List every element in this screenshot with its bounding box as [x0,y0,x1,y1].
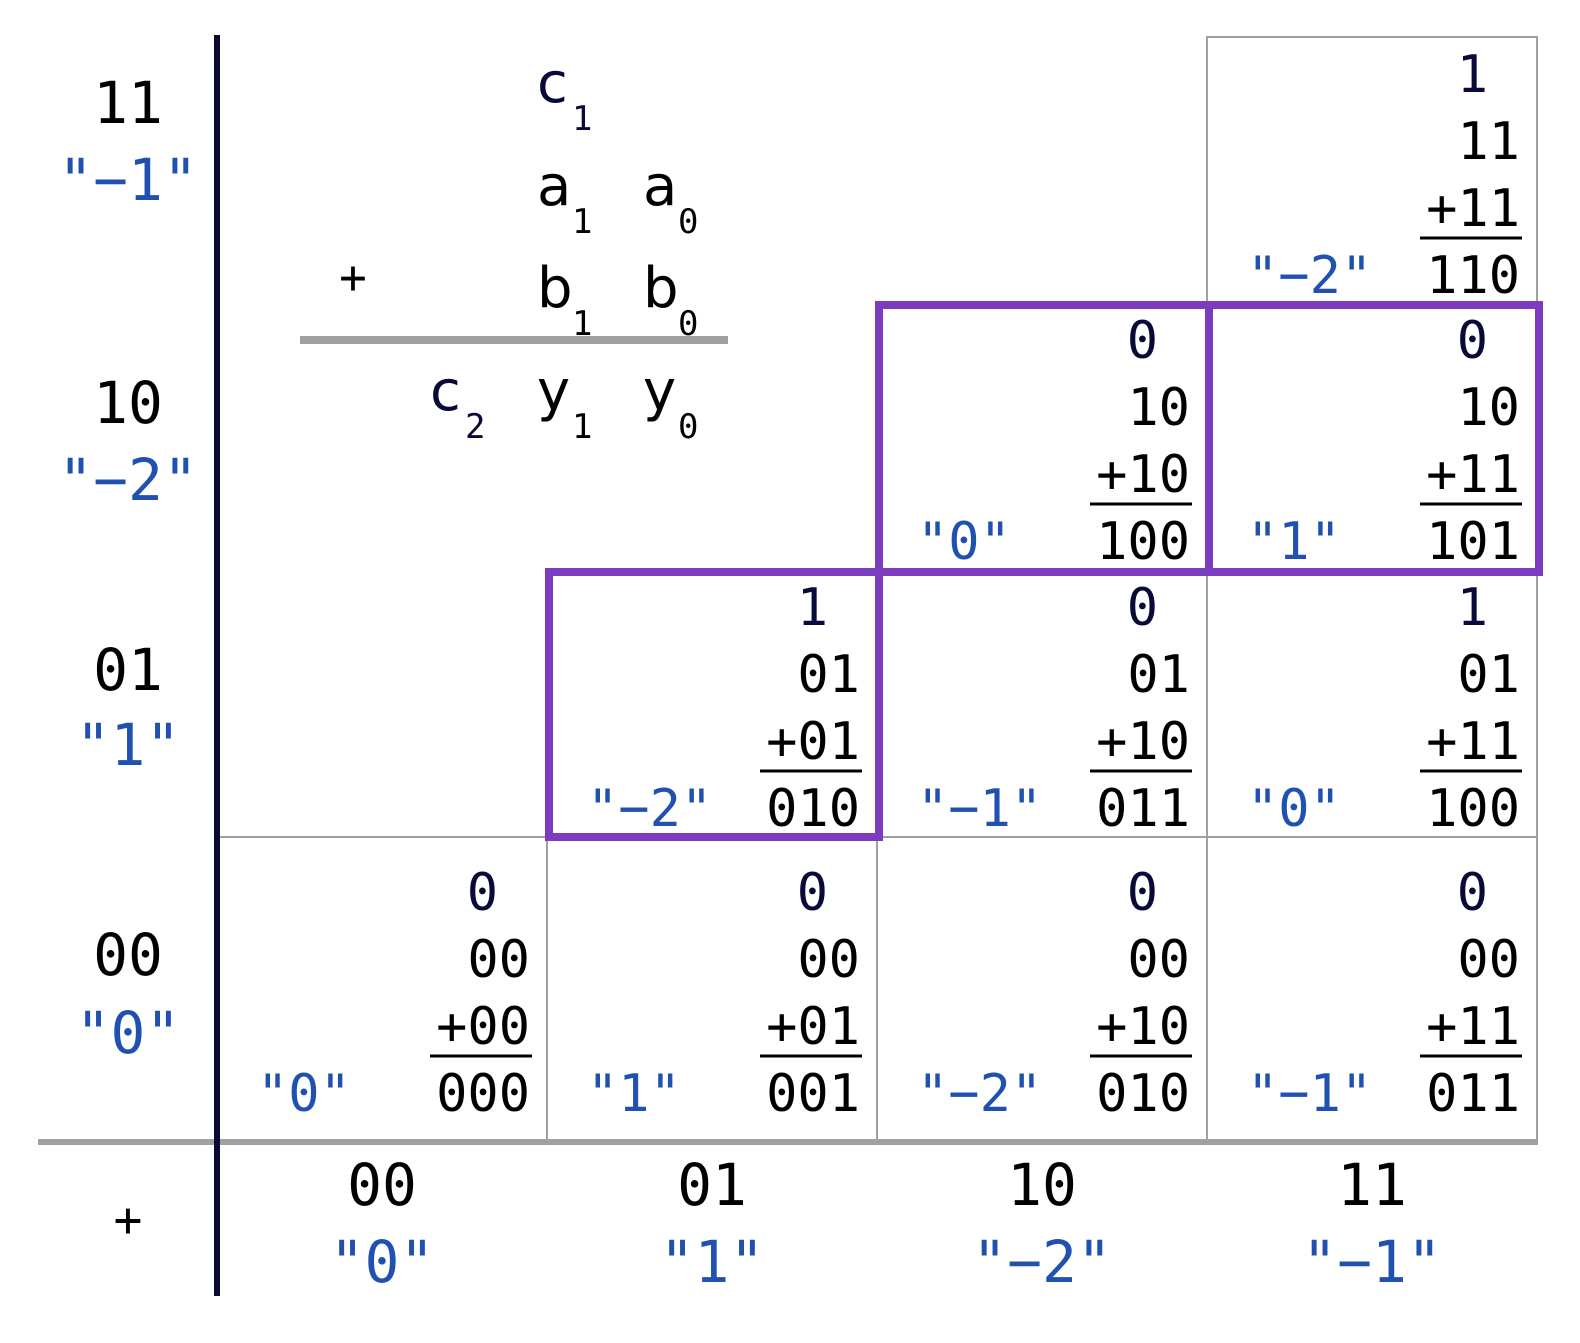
cell-carry: 0 [1127,578,1158,638]
cell-carry: 1 [1457,45,1488,105]
formula-variable: a [643,154,677,219]
row-header-value: "−1" [58,146,198,214]
formula-variable: b [643,256,679,321]
cell-operand-b: +01 [766,997,860,1057]
cell-operand-a: 00 [1457,930,1520,990]
column-header-value: "0" [330,1228,435,1296]
column-header-value: "1" [660,1228,765,1296]
cell-carry: 1 [797,578,828,638]
cell-sum: 010 [1096,1064,1190,1124]
cell-sum: 110 [1426,246,1520,306]
highlight-box [545,568,883,841]
cell-sum: 011 [1426,1064,1520,1124]
row-header-bits: 10 [93,369,163,437]
cell-operand-a: 01 [797,645,860,705]
cell-operand-b: +10 [1096,445,1190,505]
cell-operand-b: +01 [766,712,860,772]
cell-carry: 0 [1127,311,1158,371]
cell-value-label: "0" [1247,779,1341,839]
column-header-bits: 00 [347,1151,417,1219]
cell-operand-b: +00 [436,997,530,1057]
formula-variable: c [430,359,461,424]
cell-carry: 1 [1457,578,1488,638]
cell-sum: 000 [436,1064,530,1124]
cell-value-label: "1" [587,1064,681,1124]
cell-carry: 0 [1127,863,1158,923]
cell-carry: 0 [1457,311,1488,371]
column-header-bits: 10 [1007,1151,1077,1219]
cell-sum: 001 [766,1064,860,1124]
cell-operand-b: +11 [1426,997,1520,1057]
formula-subscript: 0 [678,304,698,344]
cell-value-label: "−2" [587,779,712,839]
cell-operand-b: +11 [1426,712,1520,772]
row-header-bits: 11 [93,69,163,137]
cell-operand-a: 11 [1457,112,1520,172]
row-header-value: "1" [76,711,181,779]
cell-operand-a: 01 [1127,645,1190,705]
formula-variable: y [643,359,676,424]
cell-operand-b: +11 [1426,179,1520,239]
formula-subscript: 1 [572,304,592,344]
formula-plus-sign: + [339,250,367,304]
formula-subscript: 0 [678,202,698,242]
row-header-bits: 01 [93,636,163,704]
formula-subscript: 1 [572,99,592,139]
cell-operand-a: 10 [1127,378,1190,438]
cell-carry: 0 [797,863,828,923]
row-header-value: "−2" [58,446,198,514]
cell-operand-b: +11 [1426,445,1520,505]
formula-variable: c [537,51,568,116]
column-header-value: "−2" [972,1228,1112,1296]
column-header-value: "−1" [1302,1228,1442,1296]
formula-subscript: 2 [465,407,485,447]
cell-sum: 011 [1096,779,1190,839]
column-header-bits: 11 [1337,1151,1407,1219]
cell-value-label: "0" [917,512,1011,572]
cell-carry: 0 [467,863,498,923]
cell-sum: 100 [1096,512,1190,572]
column-header-bits: 01 [677,1151,747,1219]
cell-operand-a: 00 [1127,930,1190,990]
cell-operand-b: +10 [1096,997,1190,1057]
formula-subscript: 1 [572,407,592,447]
formula-variable: y [537,359,570,424]
cell-value-label: "−2" [1247,246,1372,306]
formula-variable: a [537,154,571,219]
cell-operand-a: 00 [467,930,530,990]
cell-sum: 100 [1426,779,1520,839]
cell-value-label: "−1" [917,779,1042,839]
cell-carry: 0 [1457,863,1488,923]
cell-value-label: "1" [1247,512,1341,572]
row-header-value: "0" [76,999,181,1067]
cell-value-label: "−1" [1247,1064,1372,1124]
row-header-bits: 00 [93,921,163,989]
formula-subscript: 0 [678,407,698,447]
cell-value-label: "−2" [917,1064,1042,1124]
corner-plus-sign: + [114,1192,143,1248]
formula-variable: b [537,256,573,321]
cell-operand-a: 10 [1457,378,1520,438]
cell-sum: 101 [1426,512,1520,572]
cell-operand-a: 00 [797,930,860,990]
cell-sum: 010 [766,779,860,839]
cell-operand-a: 01 [1457,645,1520,705]
highlight-box [1205,301,1543,576]
cell-value-label: "0" [257,1064,351,1124]
formula-subscript: 1 [572,202,592,242]
cell-operand-b: +10 [1096,712,1190,772]
